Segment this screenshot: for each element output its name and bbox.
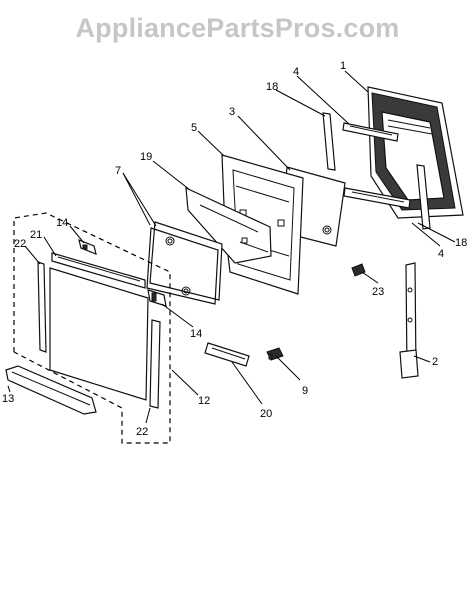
callout-20: 20 [260,408,272,420]
callout-1: 1 [340,60,346,72]
part-21-top-trim[interactable] [51,252,146,289]
part-1-door-frame[interactable] [367,86,464,219]
watermark-logo: AppliancePartsPros.com [75,13,400,43]
callout-2: 2 [432,356,438,368]
part-12-outer-glass[interactable] [49,267,149,401]
part-2-hinge[interactable] [399,262,419,379]
assembly-outline [13,212,171,444]
leader-lines [7,70,456,424]
part-9-clip[interactable] [266,347,284,361]
callout-14-lower: 14 [190,328,202,340]
part-22-right-trim[interactable] [149,319,161,409]
callout-labels: 1 4 18 3 5 19 7 4 18 23 2 9 20 12 14 14 … [2,60,467,438]
part-18-top-strip[interactable] [322,112,336,171]
part-4-bottom-strip[interactable] [343,187,411,209]
callout-22-bottom: 22 [136,426,148,438]
part-4-top-strip[interactable] [342,122,399,142]
callout-18-right: 18 [455,237,467,249]
callout-12: 12 [198,395,210,407]
callout-5: 5 [191,122,197,134]
part-14-top-bracket[interactable] [78,239,97,255]
part-19-heat-shield[interactable] [185,187,272,264]
part-22-left-trim[interactable] [37,261,47,353]
part-18-right-strip[interactable] [416,164,431,230]
callout-4-top: 4 [293,66,299,78]
callout-19: 19 [140,151,152,163]
callout-3: 3 [229,106,235,118]
callout-18-top: 18 [266,81,278,93]
part-14-lower-bracket[interactable] [147,289,167,307]
part-23-clip[interactable] [351,263,366,277]
part-7-glass-panels[interactable] [146,221,223,305]
part-20-vent-strip[interactable] [204,342,250,367]
callout-4-lower: 4 [438,248,444,260]
callout-14-top: 14 [56,217,68,229]
callout-23: 23 [372,286,384,298]
part-13-door-handle[interactable] [5,365,97,415]
callout-7: 7 [115,165,121,177]
callout-9: 9 [302,385,308,397]
callout-21: 21 [30,229,42,241]
callout-13: 13 [2,393,14,405]
callout-22-left: 22 [14,238,26,250]
